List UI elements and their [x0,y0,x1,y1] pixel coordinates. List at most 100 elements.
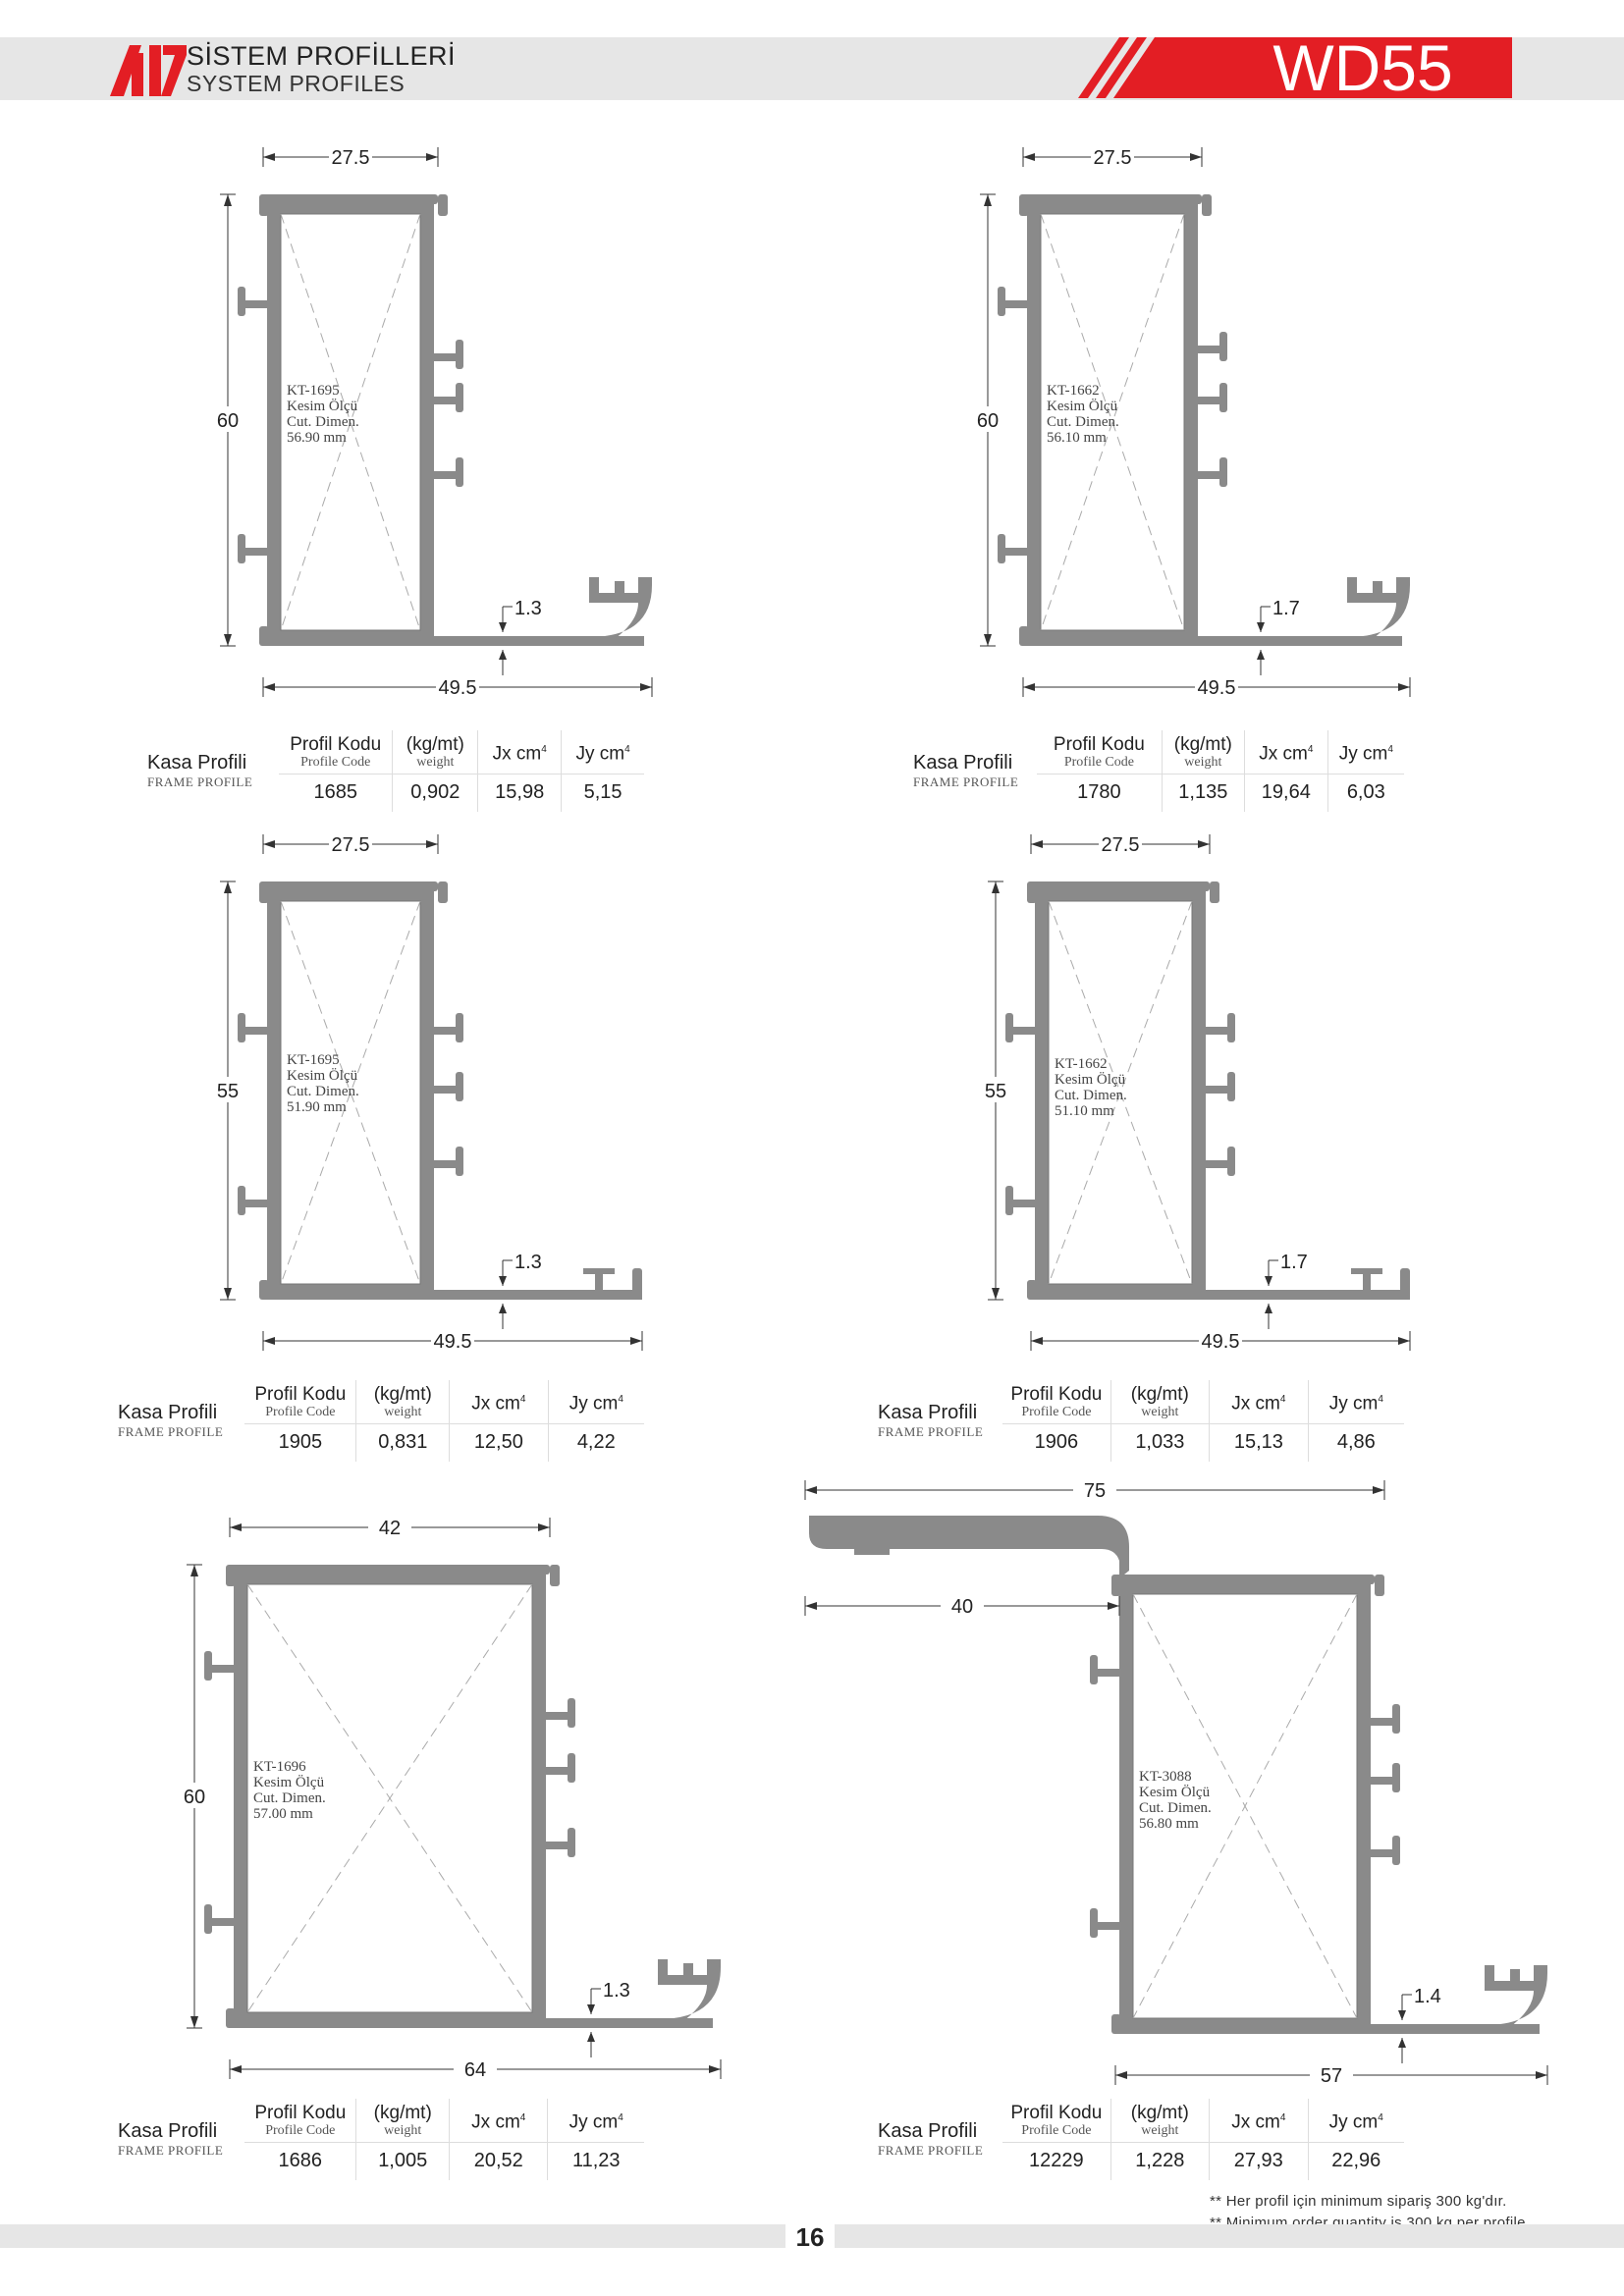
profile-1906-dim-wall-arrow [1265,1304,1272,1313]
profile-1686-cut-label: Cut. Dimen. [253,1790,326,1806]
profile-1906-dim-height-arrow [992,881,1000,893]
profile-1686-dim-wall-arrow [587,2032,595,2042]
profile-1685-bottom-leg [263,636,644,646]
profile-1906-fin [1206,1027,1231,1035]
profile-12229-dim-total-label-bg [1310,2063,1353,2085]
profile-1780-dim-total-arrow [1398,683,1410,691]
profile-1905-fin [456,1013,463,1042]
profile-1685-drip-curl [585,577,652,646]
profile-1906-gasket-lip [1351,1268,1382,1274]
table-name-label: Kasa Profili [118,2120,218,2143]
header-code: Profil Kodu [1010,2103,1103,2123]
profile-1685-fin [456,383,463,412]
profile-1780-diag [1040,213,1185,631]
header-code: Profil Kodu [1010,1384,1103,1405]
profile-12229-dim-total-label: 57 [1321,2065,1342,2087]
profile-1686-dim-total-arrow [230,2065,242,2073]
profile-1906-dim-total-arrow [1031,1337,1043,1345]
table-name-sublabel: FRAME PROFILE [878,2143,984,2159]
header-jy-exp: 4 [618,1394,623,1406]
profile-1685-dim-height-label-bg [206,406,249,432]
profile-1905-dim-total-label-bg [431,1329,474,1351]
profile-1685-dim-height-label: 60 [217,410,239,432]
profile-12229-dim-overall-label: 75 [1084,1480,1106,1502]
header-jx: Jx cm [1231,1393,1280,1415]
profile-1905-gasket-lip [595,1268,603,1290]
table-name-cell: Kasa Profili FRAME PROFILE [147,730,279,812]
profile-1780-drip-curl [1343,577,1410,646]
profile-1686-diag [246,1583,533,2013]
profile-1686-dim-height-arrow [190,2016,198,2028]
value-jy: 4,22 [547,1423,644,1462]
header-weight-en: weight [384,2123,422,2138]
header-weight: (kg/mt) [373,2103,432,2123]
profile-12229-cut-label: KT-3088 [1139,1769,1192,1785]
profile-1686-dim-wall-label: 1.3 [603,1980,630,2002]
value-jx: 19,64 [1244,774,1328,812]
profile-1905-top-lip [259,881,269,903]
profile-1685-fin [434,471,460,479]
profile-1906-top-lip [1027,881,1037,903]
page-number: 16 [795,2222,825,2252]
profile-1685-top-lip [259,194,269,216]
profile-1686-dim-width-arrow [230,1523,242,1531]
profile-1905-diag [280,900,421,1285]
profile-12229-fin [1392,1763,1400,1792]
profile-12229-bottom-lip [1111,2014,1121,2034]
profile-12229-fin [1090,1655,1098,1684]
profile-1685-dim-wall-arrow [499,650,507,660]
profile-1906-bottom-lip [1027,1280,1037,1300]
profile-1686-fin [546,1767,571,1775]
header-weight-en: weight [384,1405,422,1419]
header-jy-exp: 4 [1387,744,1393,756]
profile-1686-dim-total-label-bg [454,2057,497,2079]
profile-1906-fin [1009,1027,1035,1035]
footer-band [835,2224,1624,2248]
profile-1906-fin [1005,1186,1013,1215]
profile-1905-fin [434,1027,460,1035]
profile-1906-top-lip [1210,881,1219,903]
profile-1686-cut-label: 57.00 mm [253,1806,313,1822]
profile-1780-dim-total-arrow [1023,683,1035,691]
profile-12229-cut-label: 56.80 mm [1139,1816,1199,1832]
profile-1905-dim-wall-arrow [499,1276,507,1286]
profile-12229-dim-total-arrow [1536,2071,1547,2079]
header-jx: Jx cm [1231,2111,1280,2133]
profile-1685-dim-width-arrow [426,153,438,161]
profile-1780-cut-label: Kesim Ölçü [1047,398,1118,414]
header-jy: Jy cm [575,743,625,765]
profile-1780-dim-width-label-bg [1091,145,1134,167]
value-weight: 1,228 [1110,2142,1210,2180]
table-name-label: Kasa Profili [147,752,247,774]
profile-1780-dim-height-label: 60 [977,410,999,432]
profile-12229-fin [1371,1849,1396,1857]
header-weight-en: weight [416,755,455,770]
footer-band [0,2224,785,2248]
header-jx-exp: 4 [519,1394,526,1406]
profile-1906-cut-label: Cut. Dimen. [1055,1088,1127,1103]
profile-12229-dim-overall-arrow [805,1486,817,1494]
header-code-en: Profile Code [300,755,371,770]
profile-1905-dim-height-arrow [224,1288,232,1300]
profile-1906-end-lip [1400,1268,1410,1300]
profile-1905-fin [242,1027,267,1035]
profile-1686-fin [546,1712,571,1720]
brand-title: SİSTEM PROFİLLERİ [187,41,457,71]
profile-12229-cut-label: Cut. Dimen. [1139,1800,1212,1816]
header-jy: Jy cm [1328,2111,1379,2133]
profile-12229-top-lip [1111,1575,1121,1596]
profile-12229-dim-overall-arrow [1373,1486,1384,1494]
profile-1906-cut-label: Kesim Ölçü [1055,1071,1126,1088]
value-code: 12229 [1002,2142,1111,2180]
profile-12229-dim-total-arrow [1115,2071,1127,2079]
profile-1685-dim-total-label-bg [436,675,479,697]
header-code-en: Profile Code [265,2123,336,2138]
profile-1685-cut-label: 56.90 mm [287,430,347,446]
profile-12229-overhang-lip [854,1549,890,1555]
profile-1686-dim-wall-arrow [587,2004,595,2014]
profile-12229-dim-inner-label: 40 [951,1596,973,1618]
profile-1686-dim-width-label: 42 [379,1518,401,1539]
profile-1685-fin [456,340,463,369]
profile-1686-top-lip [226,1565,236,1586]
